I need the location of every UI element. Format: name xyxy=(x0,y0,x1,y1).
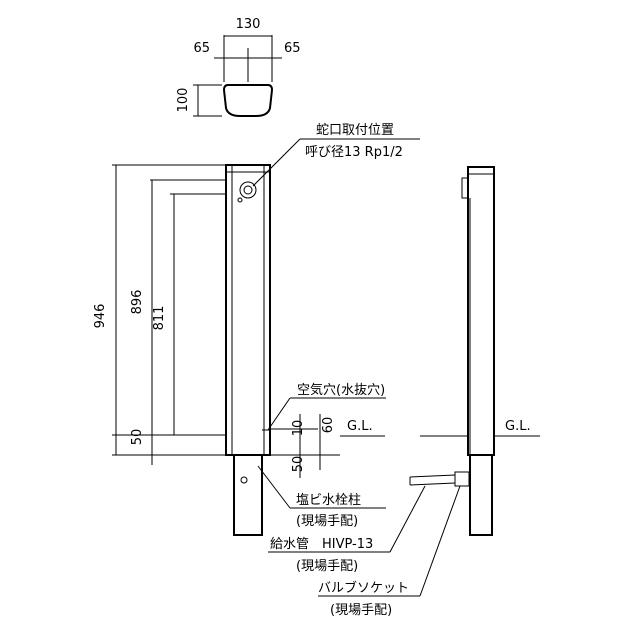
leader-air-hole xyxy=(267,397,291,431)
dim-air-hole-60: 60 xyxy=(321,417,336,434)
faucet-mount-outer xyxy=(239,181,257,199)
dim-height-air-hole: 811 xyxy=(152,306,167,331)
supply-pipe-bottom xyxy=(409,482,456,486)
dim-base-offset: 50 xyxy=(130,429,145,446)
front-pvc-post xyxy=(233,454,263,536)
dim-height-total: 946 xyxy=(93,304,108,329)
label-air-hole: 空気穴(水抜穴) xyxy=(297,382,385,398)
label-supply-pipe: 給水管 HIVP-13 xyxy=(270,537,373,552)
dim-top-right-half: 65 xyxy=(284,41,301,56)
label-faucet-spec: 呼び径13 Rp1/2 xyxy=(305,145,403,160)
label-valve-socket: バルブソケット xyxy=(318,580,409,596)
front-post-body xyxy=(225,164,271,456)
label-valve-socket-note: (現場手配) xyxy=(330,603,392,618)
front-pvc-hole xyxy=(240,476,248,484)
faucet-mount-screw xyxy=(237,197,243,203)
dim-top-left-half: 65 xyxy=(193,41,210,56)
dim-height-faucet: 896 xyxy=(130,290,145,315)
side-faucet-bracket xyxy=(461,177,469,199)
leader-supply-pipe xyxy=(389,485,426,553)
label-faucet-position: 蛇口取付位置 xyxy=(316,123,394,138)
top-view-outline xyxy=(222,84,274,117)
side-post-body xyxy=(467,166,495,456)
dim-below-ground: 50 xyxy=(291,456,306,473)
side-view: G.L. 給水管 HIVP-13 (現場手配) バルブソケット (現場手配) xyxy=(268,166,540,618)
dim-top-width: 130 xyxy=(236,17,261,32)
dim-top-depth: 100 xyxy=(176,88,191,113)
gl-label-side: G.L. xyxy=(505,419,531,434)
top-view: 130 65 65 100 xyxy=(176,17,301,117)
label-pvc-post: 塩ビ水栓柱 xyxy=(296,493,361,508)
faucet-mount-inner xyxy=(243,185,253,195)
label-supply-pipe-note: (現場手配) xyxy=(296,559,358,574)
side-pvc-post xyxy=(469,454,493,536)
leader-faucet xyxy=(252,138,301,187)
valve-socket-shape xyxy=(454,471,470,487)
supply-pipe-top xyxy=(409,474,456,478)
leader-valve-socket xyxy=(419,485,461,597)
dim-air-hole-10: 10 xyxy=(291,420,306,437)
gl-label-front: G.L. xyxy=(347,419,373,434)
front-view: 946 896 811 50 10 60 50 G.L. 蛇口取付位置 呼び径1… xyxy=(93,123,420,536)
label-pvc-post-note: (現場手配) xyxy=(296,514,358,529)
leader-pvc-post xyxy=(257,465,291,509)
